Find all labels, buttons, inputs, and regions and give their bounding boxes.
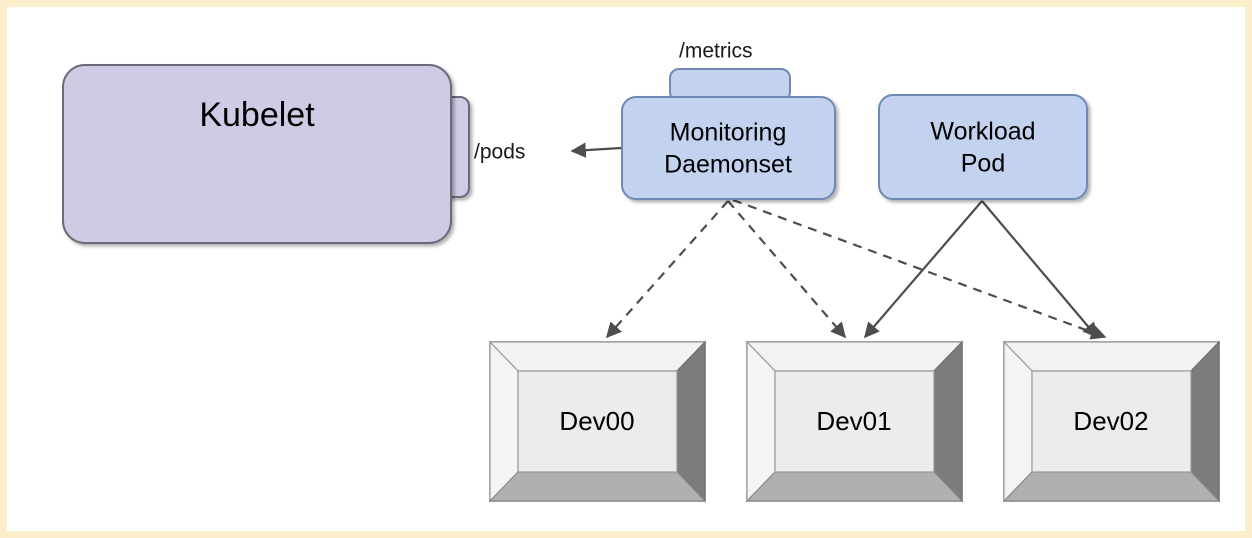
edge-pod-to-dev02	[981, 200, 1098, 339]
workload-pod-body[interactable]	[878, 94, 1088, 200]
daemonset-label-line1: Monitoring	[670, 119, 787, 147]
edge-daemonset-to-dev01	[727, 200, 847, 339]
dev00-bevel-top	[488, 341, 707, 372]
dev01-label: Dev01	[816, 406, 891, 436]
kubelet-body[interactable]	[62, 64, 452, 244]
dev00-bevel-bottom	[488, 471, 707, 502]
workload-pod-label-line1: Workload	[930, 118, 1035, 146]
edge-daemonset-to-dev00	[605, 200, 729, 339]
daemonset-body[interactable]	[621, 96, 836, 200]
workload-pod-label-line2: Pod	[961, 150, 1005, 178]
node-kubelet[interactable]: Kubelet	[62, 64, 470, 244]
dev02-bevel-bottom	[1002, 471, 1221, 502]
edge-pod-to-dev01	[863, 200, 983, 339]
dev00-label: Dev00	[559, 406, 634, 436]
edge-daemonset-to-pods	[570, 142, 622, 158]
daemonset-label-line2: Daemonset	[664, 151, 792, 179]
node-workload-pod[interactable]: Workload Pod	[878, 94, 1088, 200]
kubelet-label: Kubelet	[199, 96, 315, 134]
metrics-endpoint-label: /metrics	[679, 40, 753, 63]
edges-layer	[570, 142, 1107, 340]
dev01-face[interactable]	[774, 370, 935, 473]
dev00-face[interactable]	[517, 370, 678, 473]
node-monitoring-daemonset[interactable]: Monitoring Daemonset	[621, 68, 836, 200]
dev02-label: Dev02	[1073, 406, 1148, 436]
dev02-bevel-top	[1002, 341, 1221, 372]
node-device-dev02[interactable]: Dev02	[1002, 340, 1221, 503]
node-device-dev01[interactable]: Dev01	[745, 340, 964, 503]
edge-daemonset-to-dev02	[732, 198, 1107, 340]
dev01-bevel-top	[745, 341, 964, 372]
dev01-bevel-bottom	[745, 471, 964, 502]
diagram-svg: Kubelet /pods Monitoring Daemonset /metr…	[62, 40, 1221, 503]
node-device-dev00[interactable]: Dev00	[488, 340, 707, 503]
dev02-face[interactable]	[1031, 370, 1192, 473]
pods-endpoint-label: /pods	[474, 141, 525, 164]
